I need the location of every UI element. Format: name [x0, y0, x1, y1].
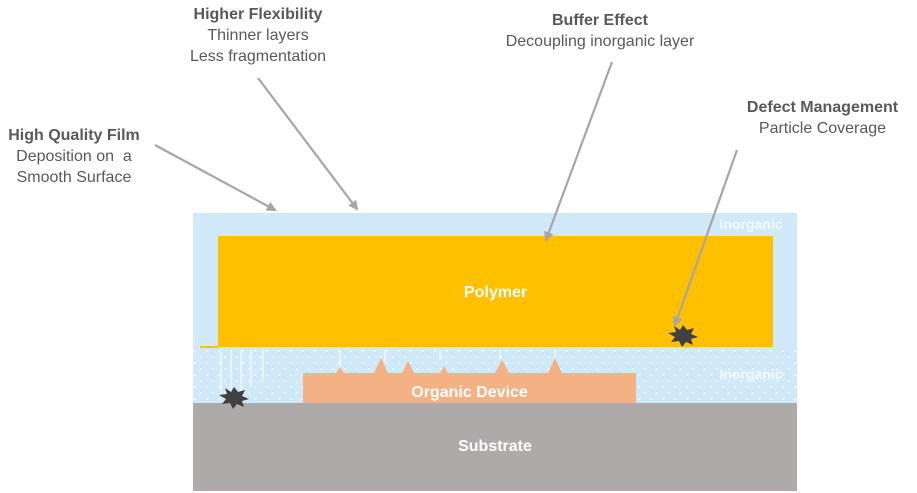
inorganic-top-label: Inorganic	[719, 216, 783, 232]
annotation-flexibility-line1: Thinner layers	[207, 27, 309, 44]
annotation-flexibility-title: Higher Flexibility	[193, 6, 323, 23]
defect-particle-substrate-icon	[219, 387, 249, 409]
arrow-quality	[154, 144, 277, 211]
inorganic-bottom-label: Inorganic	[719, 366, 783, 382]
defect-particle-polymer-icon	[668, 325, 698, 347]
annotation-arrows	[154, 61, 739, 327]
arrow-buffer	[544, 61, 614, 242]
annotation-defect-line1: Particle Coverage	[758, 120, 887, 137]
organic-device-layer	[303, 358, 636, 403]
pinhole-lines	[220, 350, 556, 396]
annotation-quality-title: High Quality Film	[8, 127, 140, 144]
annotation-buffer-line1: Decoupling inorganic layer	[505, 33, 695, 50]
annotation-quality-line1: Deposition on a	[16, 148, 132, 165]
polymer-layer	[218, 236, 773, 347]
organic-device-label: Organic Device	[411, 384, 528, 401]
annotation-defect-title: Defect Management	[746, 99, 899, 116]
annotation-buffer-title: Buffer Effect	[551, 12, 648, 29]
polymer-label: Polymer	[463, 284, 528, 301]
substrate-label: Substrate	[458, 438, 532, 455]
annotation-flexibility: Higher Flexibility Thinner layers Less f…	[168, 4, 348, 67]
arrow-flexibility	[257, 77, 359, 211]
arrow-defect	[672, 149, 739, 327]
substrate-layer	[193, 403, 797, 491]
annotation-defect: Defect Management Particle Coverage	[730, 97, 915, 139]
annotation-quality-line2: Smooth Surface	[16, 169, 132, 186]
annotation-quality: High Quality Film Deposition on a Smooth…	[0, 125, 148, 188]
annotation-buffer: Buffer Effect Decoupling inorganic layer	[480, 10, 720, 52]
annotation-flexibility-line2: Less fragmentation	[189, 48, 327, 65]
